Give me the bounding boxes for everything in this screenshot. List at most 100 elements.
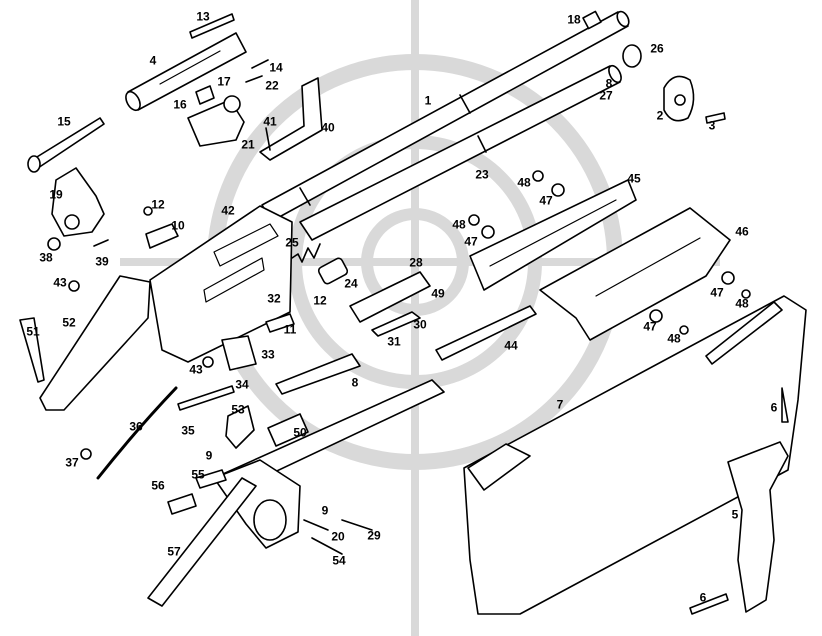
part-number-label: 52	[62, 315, 76, 330]
part-number-label: 3	[708, 118, 716, 133]
part-finger-lever	[147, 477, 257, 607]
part-number-label: 55	[191, 467, 205, 482]
part-number-label: 29	[367, 528, 381, 543]
part-number-label: 37	[65, 455, 79, 470]
part-number-label: 56	[151, 478, 165, 493]
part-screw-head	[721, 271, 735, 285]
part-number-label: 36	[129, 419, 143, 434]
part-link	[371, 311, 421, 337]
part-number-label: 13	[196, 9, 210, 24]
part-number-label: 23	[475, 167, 489, 182]
part-number-label: 5	[731, 507, 739, 522]
part-number-label: 27	[599, 88, 613, 103]
part-cartridge-guide	[145, 223, 179, 249]
part-number-label: 6	[699, 590, 707, 605]
part-number-label: 9	[205, 448, 213, 463]
part-pin	[341, 519, 373, 531]
part-number-label: 8	[351, 375, 359, 390]
part-number-label: 46	[735, 224, 749, 239]
part-number-label: 47	[464, 234, 478, 249]
part-bolt	[125, 32, 247, 112]
part-block	[195, 469, 227, 489]
part-magazine-spring	[291, 243, 321, 263]
part-number-label: 35	[181, 423, 195, 438]
part-pin	[189, 13, 235, 39]
part-number-label: 40	[321, 120, 335, 135]
part-number-label: 51	[26, 324, 40, 339]
part-number-label: 14	[269, 60, 283, 75]
part-front-sight	[582, 10, 602, 30]
part-receiver	[149, 205, 293, 363]
part-number-label: 17	[217, 74, 231, 89]
part-number-label: 4	[149, 53, 157, 68]
part-screw-head	[80, 448, 92, 460]
part-number-label: 41	[263, 114, 277, 129]
part-number-label: 8	[605, 76, 613, 91]
part-lower-tang	[213, 379, 445, 549]
part-receiver-slide	[435, 305, 537, 361]
part-number-label: 12	[151, 197, 165, 212]
part-number-label: 44	[504, 338, 518, 353]
part-number-label: 32	[267, 291, 281, 306]
part-number-label: 57	[167, 544, 181, 559]
part-number-label: 48	[667, 331, 681, 346]
part-number-label: 30	[413, 317, 427, 332]
part-magazine-tube	[299, 64, 622, 241]
part-number-label: 9	[321, 503, 329, 518]
part-butt-plate	[727, 441, 789, 613]
part-number-label: 43	[189, 362, 203, 377]
part-number-label: 33	[261, 347, 275, 362]
part-number-label: 48	[452, 217, 466, 232]
part-band-screw	[705, 112, 726, 124]
part-screw-head	[468, 214, 480, 226]
part-number-label: 12	[313, 293, 327, 308]
part-screw-head	[679, 325, 689, 335]
part-lever	[39, 275, 151, 411]
part-number-label: 54	[332, 553, 346, 568]
part-pin-small	[245, 75, 263, 83]
part-screw-head	[649, 309, 663, 323]
part-block	[167, 493, 197, 515]
part-number-label: 16	[173, 97, 187, 112]
part-pin	[311, 537, 343, 555]
part-number-label: 26	[650, 41, 664, 56]
part-pin-small	[251, 59, 269, 69]
part-number-label: 24	[344, 276, 358, 291]
part-number-label: 11	[283, 322, 297, 337]
part-number-label: 48	[517, 175, 531, 190]
part-main-spring	[96, 386, 178, 480]
part-wood-screw	[781, 387, 789, 423]
part-number-label: 45	[627, 171, 641, 186]
part-number-label: 49	[431, 286, 445, 301]
part-pin	[177, 385, 235, 411]
part-forend-lower	[539, 207, 731, 341]
part-number-label: 19	[49, 187, 63, 202]
part-screw-head	[532, 170, 544, 182]
part-pin-small	[93, 239, 109, 247]
part-side-plate	[221, 335, 257, 371]
part-pin-small	[265, 127, 271, 151]
part-number-label: 15	[57, 114, 71, 129]
part-number-label: 53	[231, 402, 245, 417]
part-lever-spring	[275, 353, 361, 395]
part-washer	[47, 237, 61, 251]
part-number-label: 31	[387, 334, 401, 349]
part-number-label: 18	[567, 12, 581, 27]
part-buttstock	[463, 295, 807, 615]
part-number-label: 22	[265, 78, 279, 93]
part-tube-plug	[622, 44, 642, 68]
part-sear	[267, 413, 309, 447]
part-wood-screw	[689, 593, 729, 615]
part-number-label: 48	[735, 296, 749, 311]
part-pin	[303, 519, 329, 531]
part-number-label: 47	[643, 319, 657, 334]
part-screw-head	[202, 356, 214, 368]
part-trigger	[225, 405, 255, 449]
part-slide	[265, 313, 295, 333]
part-screw-head	[551, 183, 565, 197]
part-screw-head	[68, 280, 80, 292]
part-number-label: 1	[424, 93, 432, 108]
